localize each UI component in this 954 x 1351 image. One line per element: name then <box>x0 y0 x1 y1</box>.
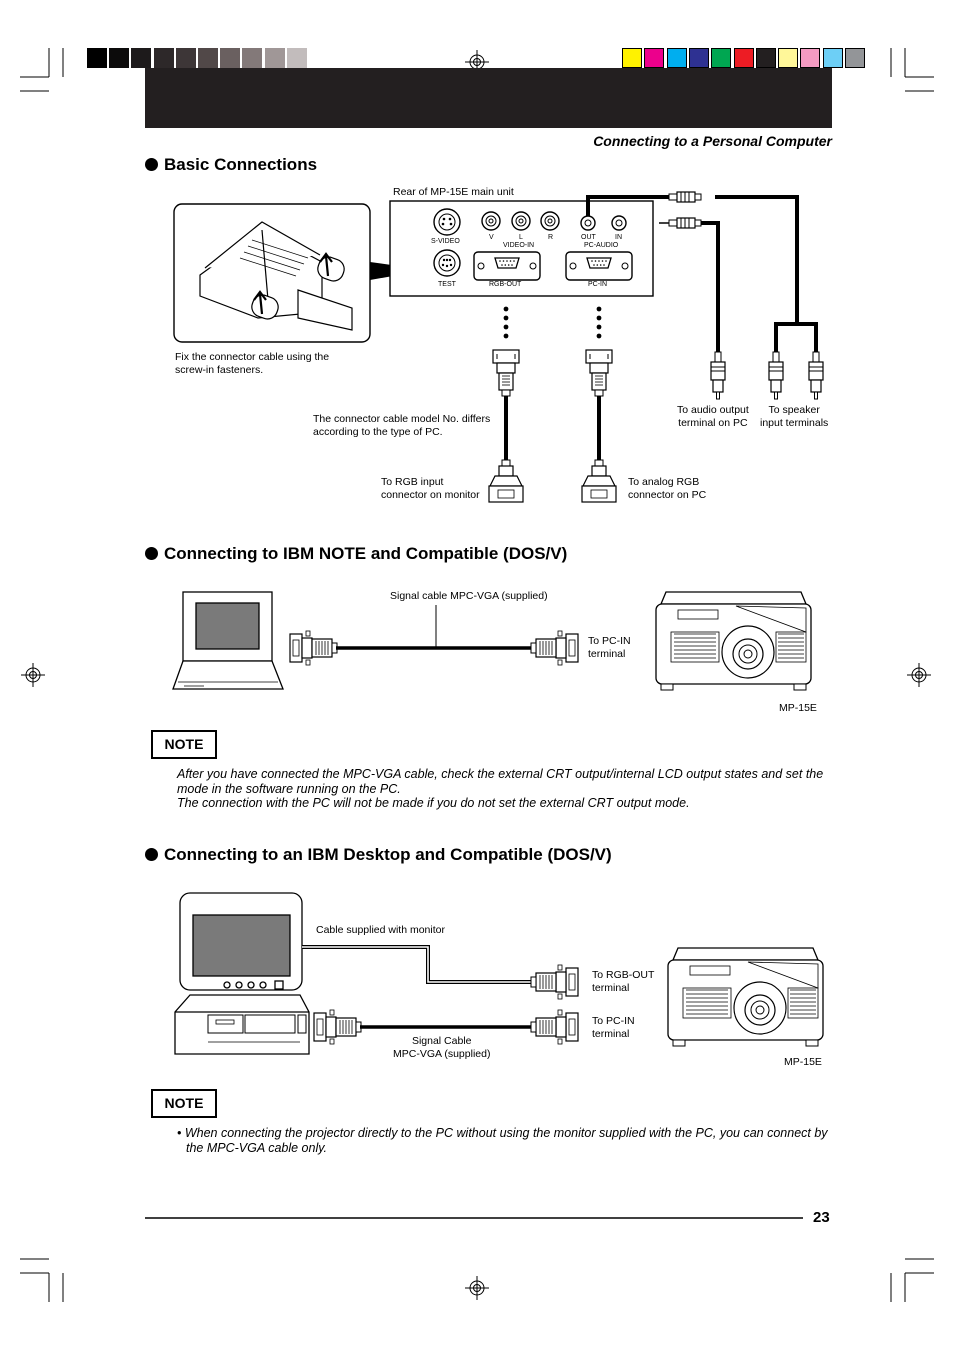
rca-plug-speaker-left <box>768 351 784 400</box>
panel-v-label: V <box>489 234 494 241</box>
vga-plug-bottom-left <box>488 459 524 503</box>
color-swatch <box>778 48 799 68</box>
header-subtitle: Connecting to a Personal Computer <box>593 133 832 149</box>
vga-plug-bottom-right <box>581 459 617 503</box>
panel-r-label: R <box>548 234 554 241</box>
projector-vga-plug-note <box>530 630 579 666</box>
to-rgbout-label: To RGB-OUT terminal <box>592 969 655 994</box>
vga-plug-top-left <box>492 349 520 397</box>
panel-video-in-label: VIDEO-IN <box>503 242 535 249</box>
pc-in-port <box>565 251 633 281</box>
note-text-crt: After you have connected the MPC-VGA cab… <box>177 767 824 810</box>
color-swatch <box>755 48 776 68</box>
color-swatch <box>109 48 130 68</box>
panel-svideo-label: S-VIDEO <box>431 238 460 245</box>
panel-rgb-out-label: RGB-OUT <box>489 281 522 288</box>
speaker-input-label: To speaker input terminals <box>760 404 829 429</box>
note-text-mpc: • When connecting the projector directly… <box>177 1126 828 1155</box>
pc-audio-jacks <box>580 215 627 231</box>
panel-out-label: OUT <box>581 234 596 241</box>
color-swatch <box>153 48 174 68</box>
color-swatch <box>822 48 843 68</box>
color-swatch <box>733 48 754 68</box>
color-swatch <box>800 48 821 68</box>
crop-marks <box>20 48 934 1302</box>
note-badge: NOTE <box>151 1089 217 1118</box>
color-swatch <box>309 48 329 68</box>
model-label: MP-15E <box>779 702 817 714</box>
to-pcin-label: To PC-IN terminal <box>588 635 631 660</box>
laptop-vga-plug <box>289 630 338 666</box>
bullet-icon <box>145 848 158 861</box>
panel-pc-in-label: PC-IN <box>588 281 608 288</box>
rca-plug-speaker-right <box>808 351 824 400</box>
test-port <box>433 249 461 277</box>
registration-mark-left <box>20 662 46 688</box>
vga-plug-top-right <box>585 349 613 397</box>
note-badge: NOTE <box>151 730 217 759</box>
color-swatch <box>845 48 865 68</box>
signal-cable-label-desktop: Signal Cable MPC-VGA (supplied) <box>393 1035 491 1060</box>
audio-cables <box>586 195 818 352</box>
desktop-vga-plug <box>313 1009 362 1045</box>
laptop-illustration <box>172 591 284 690</box>
rgb-monitor-label: To RGB input connector on monitor <box>381 476 480 501</box>
registration-mark-right <box>906 662 932 688</box>
model-label-desktop: MP-15E <box>784 1056 822 1068</box>
projector-desktop <box>667 947 824 1047</box>
section-title-basic: Basic Connections <box>145 155 317 175</box>
bullet-icon <box>145 547 158 560</box>
color-swatch <box>264 48 285 68</box>
monitor-cable-label: Cable supplied with monitor <box>316 924 445 936</box>
color-swatch <box>198 48 218 68</box>
video-in-jacks <box>481 211 560 231</box>
cable-model-note: The connector cable model No. differs ac… <box>313 413 491 438</box>
color-swatch <box>286 48 307 68</box>
color-swatch <box>644 48 665 68</box>
section-title-desktop: Connecting to an IBM Desktop and Compati… <box>145 845 612 865</box>
rca-plug-audio <box>710 351 726 400</box>
color-swatch <box>87 48 107 68</box>
panel-test-label: TEST <box>438 281 456 288</box>
to-pcin-label-desktop: To PC-IN terminal <box>592 1015 635 1040</box>
bullet-icon <box>145 158 158 171</box>
monitor-cable-outer <box>302 945 538 984</box>
header-bar <box>145 68 832 128</box>
color-swatch <box>242 48 263 68</box>
signal-cable-label: Signal cable MPC-VGA (supplied) <box>390 590 548 602</box>
svideo-port <box>433 208 461 236</box>
color-swatch <box>220 48 241 68</box>
page-number: 23 <box>813 1209 830 1226</box>
color-swatch <box>622 48 642 68</box>
panel-pc-audio-label: PC-AUDIO <box>584 242 619 249</box>
rear-unit-label: Rear of MP-15E main unit <box>393 186 514 198</box>
color-swatch <box>131 48 152 68</box>
fastener-illustration <box>199 221 353 331</box>
color-swatch <box>711 48 732 68</box>
fastener-label: Fix the connector cable using the screw-… <box>175 351 330 376</box>
dotted-links <box>503 306 602 339</box>
color-swatch <box>688 48 709 68</box>
rgb-out-port <box>473 251 541 281</box>
color-swatch <box>175 48 196 68</box>
section-title-note-pc: Connecting to IBM NOTE and Compatible (D… <box>145 544 567 564</box>
analog-rgb-label: To analog RGB connector on PC <box>628 476 707 501</box>
registration-mark-bottom <box>464 1275 490 1301</box>
projector-vga-plug-rgbout <box>530 964 579 1000</box>
projector-note <box>655 591 812 691</box>
panel-in-label: IN <box>615 234 622 241</box>
projector-vga-plug-pcin <box>530 1009 579 1045</box>
audio-output-label: To audio output terminal on PC <box>677 404 749 429</box>
panel-l-label: L <box>519 234 523 241</box>
color-swatch <box>666 48 687 68</box>
desktop-illustration <box>174 892 310 1055</box>
